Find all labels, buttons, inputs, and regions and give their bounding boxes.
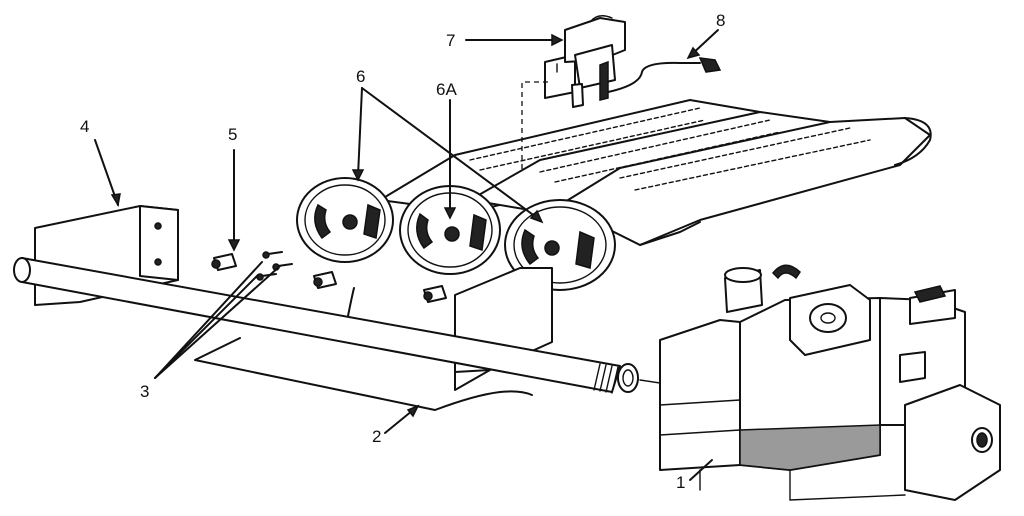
callout-6a: 6A [436,80,457,220]
orifice-right [423,285,447,303]
pipe-thread [593,363,619,394]
callout-4-label: 4 [80,117,89,136]
callout-6a-label: 6A [436,80,457,99]
callout-8: 8 [686,11,725,60]
orifice-center [313,271,337,289]
manifold-pipe [13,257,661,394]
callout-7-label: 7 [446,31,455,50]
callout-7: 7 [446,31,564,50]
callout-2: 2 [372,404,420,446]
callout-4: 4 [80,117,121,208]
callout-1-label: 1 [676,473,685,492]
gas-valve [659,264,1001,501]
callout-8-label: 8 [716,11,725,30]
callout-5: 5 [227,125,241,252]
callout-3-label: 3 [140,382,149,401]
callout-5-label: 5 [228,125,237,144]
callout-3: 3 [140,261,281,401]
burner-mouth-center [399,185,501,275]
callout-1: 1 [676,459,713,492]
pilot-assembly [544,15,626,108]
screws [256,251,293,281]
thermocouple [607,57,722,93]
pilot-dashed-guide [521,81,548,172]
callout-2-label: 2 [372,427,381,446]
orifice-left [211,253,237,271]
burner-tubes [379,99,932,246]
pilot-tubing [194,337,533,411]
pilot-tube-stub [347,287,355,317]
callout-6-label: 6 [356,67,365,86]
burner-mouth-left [296,177,394,263]
